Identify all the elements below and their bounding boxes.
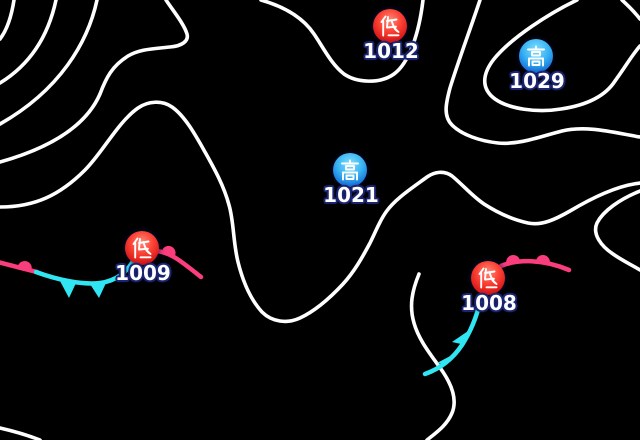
pressure-value-label: 1021 <box>323 183 379 207</box>
warm-front-1008-line <box>498 258 572 273</box>
isobar-corner-arc-nw-1 <box>0 0 16 41</box>
cold-front-triangle-icon <box>452 329 471 344</box>
low-kanji-icon <box>132 237 152 259</box>
pressure-center-low-1008 <box>471 261 505 295</box>
kanji-stroke <box>478 267 485 275</box>
isobar-corner-arc-nw-3 <box>0 0 99 126</box>
kanji-stroke <box>393 27 398 32</box>
kanji-stroke <box>488 271 498 285</box>
pressure-value-label: 1029 <box>509 69 565 93</box>
pressure-center-high-1021 <box>333 153 367 187</box>
high-kanji-icon <box>527 45 545 67</box>
kanji-stroke <box>390 19 400 33</box>
kanji-stroke <box>484 268 487 280</box>
low-pressure-badge <box>373 9 407 43</box>
high-kanji-icon <box>341 159 359 181</box>
cold-front-triangle-icon <box>437 353 456 364</box>
warm-front-1009 <box>153 245 204 280</box>
isobar-corner-arc-ne <box>620 0 640 21</box>
kanji-stroke <box>132 237 139 245</box>
warm-front-1008 <box>498 255 572 273</box>
kanji-stroke <box>386 16 389 28</box>
cold-front-1008-line <box>422 299 483 377</box>
warm-front-bump-icon <box>17 260 32 270</box>
high-pressure-badge <box>519 39 553 73</box>
kanji-stroke <box>531 60 541 66</box>
kanji-stroke <box>491 279 496 284</box>
cold-front-west-line <box>33 258 136 286</box>
pressure-value-label: 1012 <box>363 39 419 63</box>
pressure-center-high-1029 <box>519 39 553 73</box>
isobar-trough-contour <box>444 0 640 146</box>
cold-front-1008 <box>422 299 483 377</box>
warm-front-west <box>0 260 40 275</box>
warm-front-west-line <box>0 260 40 275</box>
warm-front-1009-line <box>153 248 204 280</box>
cold-front-triangle-icon <box>60 281 76 298</box>
pressure-value-label: 1009 <box>115 261 171 285</box>
low-pressure-badge <box>125 231 159 265</box>
cold-front-triangle-icon <box>90 283 106 298</box>
kanji-stroke <box>138 238 141 250</box>
low-kanji-icon <box>380 15 400 37</box>
pressure-center-low-1009 <box>125 231 159 265</box>
isobar-main-contour <box>0 100 640 324</box>
warm-front-bump-icon <box>162 245 176 257</box>
pressure-value-label: 1008 <box>461 291 517 315</box>
kanji-stroke <box>345 174 355 180</box>
isobar-trough-1012 <box>259 0 425 83</box>
isobar-right-edge-arc <box>593 189 640 272</box>
isobar-corner-arc-sw <box>0 426 42 440</box>
isobar-loop-1029 <box>482 0 640 113</box>
warm-front-bump-icon <box>535 255 550 263</box>
pressure-center-low-1012 <box>373 9 407 43</box>
kanji-stroke <box>345 165 355 171</box>
isobar-hook-contour <box>0 0 190 164</box>
isobar-corner-arc-nw-2 <box>0 0 58 85</box>
cold-front-west <box>33 258 136 298</box>
kanji-stroke <box>142 241 152 255</box>
low-kanji-icon <box>478 267 498 289</box>
low-pressure-badge <box>471 261 505 295</box>
isobar-s-curve <box>409 272 456 440</box>
kanji-stroke <box>145 249 150 254</box>
high-pressure-badge <box>333 153 367 187</box>
warm-front-bump-icon <box>506 255 521 264</box>
kanji-stroke <box>531 51 541 57</box>
kanji-stroke <box>380 15 387 23</box>
